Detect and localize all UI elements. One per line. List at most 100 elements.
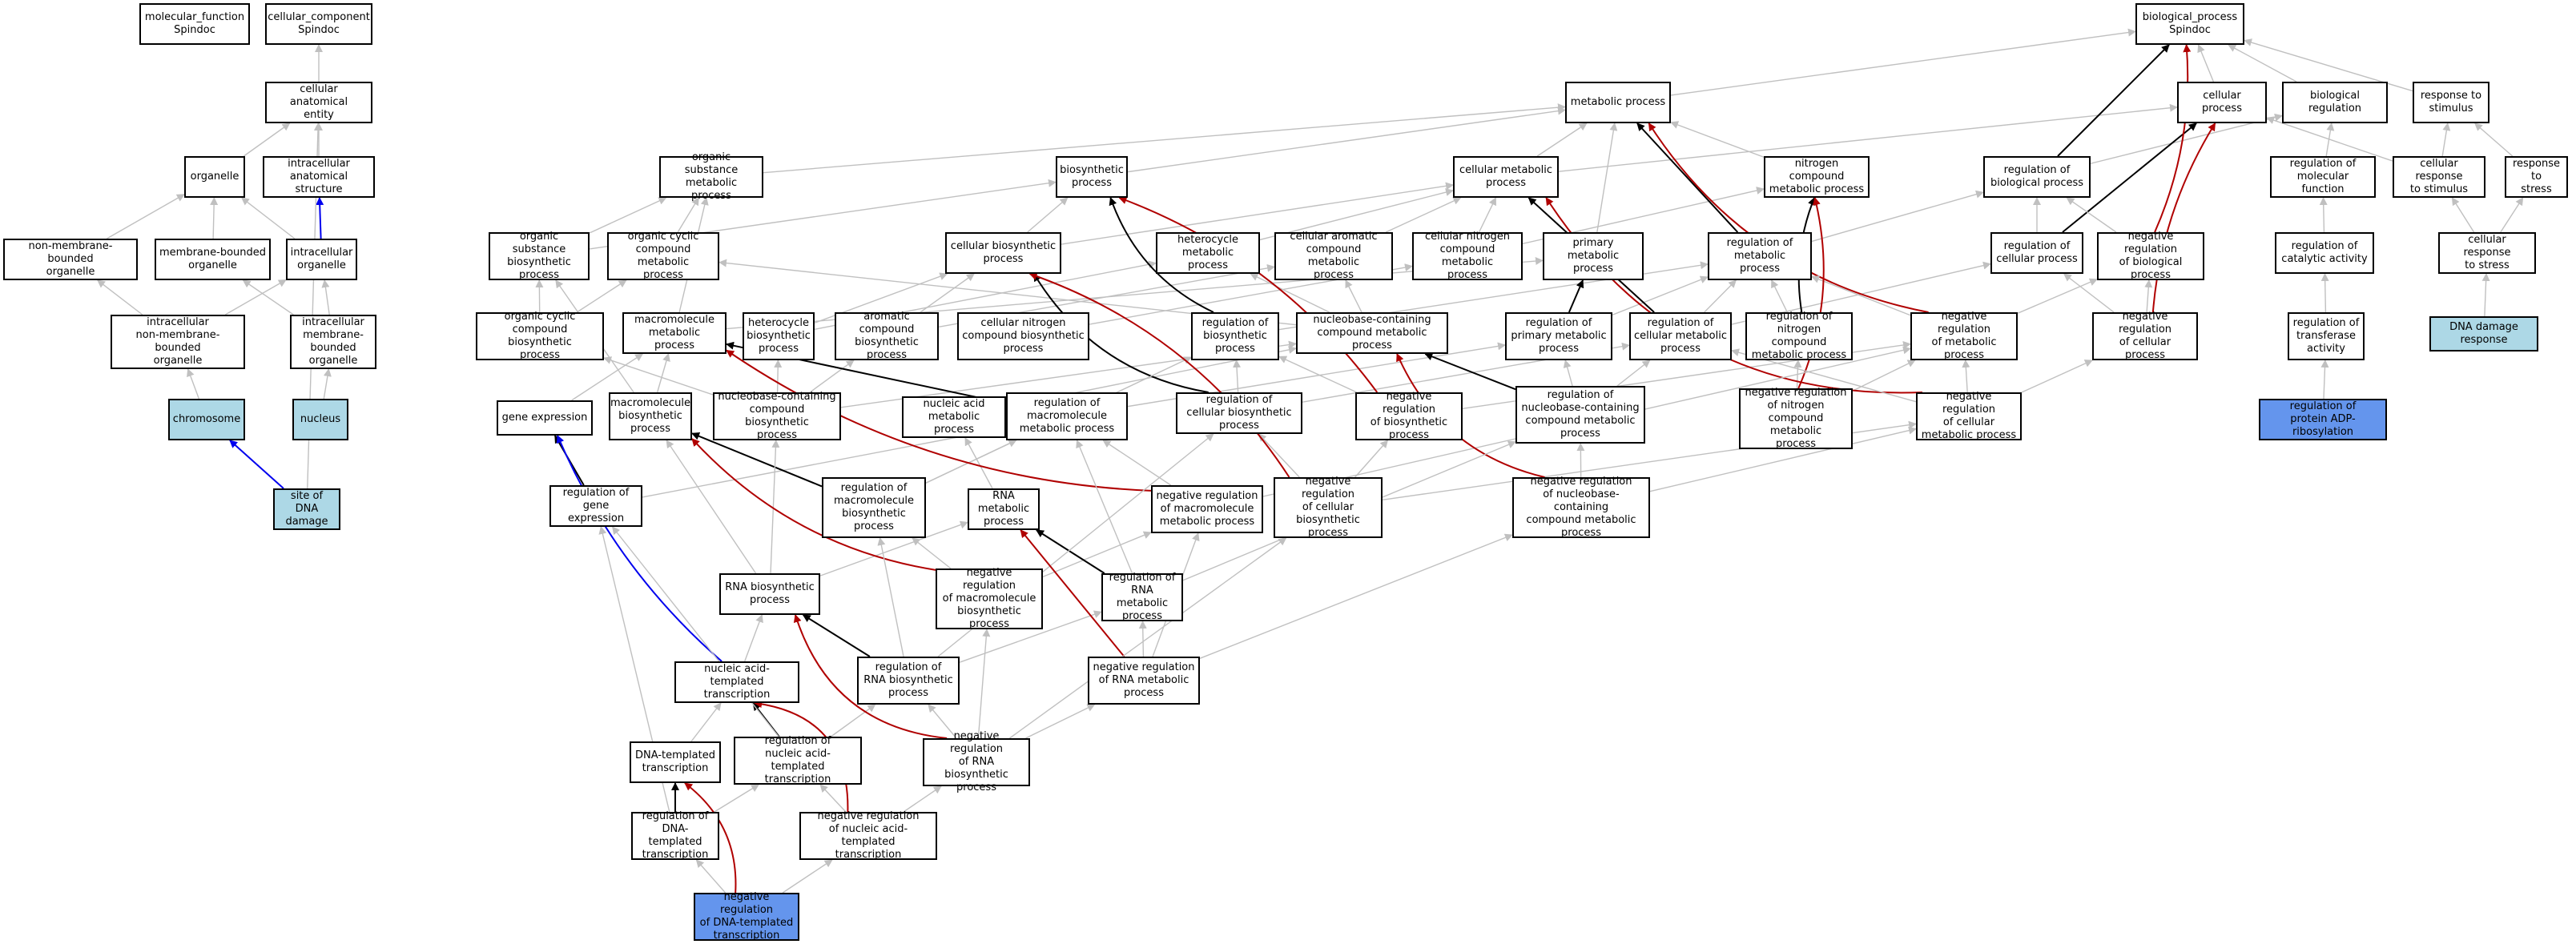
term-node-nucleus[interactable]: nucleus	[292, 399, 348, 440]
edge-is-a-nrnbcmp-to-nrcmp	[1649, 426, 1917, 492]
term-node-rmbp[interactable]: regulation of macromolecule biosynthetic…	[822, 477, 926, 538]
term-node-nrrnabp[interactable]: negative regulation of RNA biosynthetic …	[923, 730, 1030, 793]
term-node-nbcbp[interactable]: nucleobase-containing compound biosynthe…	[713, 391, 841, 441]
edge-layer	[97, 28, 2524, 894]
term-node-chromosome[interactable]: chromosome	[168, 399, 245, 440]
term-node-ncmp[interactable]: nitrogen compound metabolic process	[1764, 156, 1870, 198]
term-node-rbp[interactable]: regulation of biological process	[1983, 156, 2091, 198]
edge-is-a-cbp-to-bsp	[1027, 197, 1069, 233]
term-node-rcbp[interactable]: regulation of cellular biosynthetic proc…	[1176, 392, 1302, 434]
term-node-rnbcmp[interactable]: regulation of nucleobase-containing comp…	[1515, 386, 1645, 444]
term-node-rnatt[interactable]: regulation of nucleic acid-templated tra…	[734, 735, 862, 785]
term-node-breg[interactable]: biological regulation	[2282, 82, 2388, 123]
edge-is-a-nrcmp-to-nrcp	[2021, 360, 2093, 393]
term-node-cbp[interactable]: cellular biosynthetic process	[945, 232, 1061, 274]
term-node-cmp[interactable]: cellular metabolic process	[1453, 156, 1559, 198]
term-node-nrcp[interactable]: negative regulation of cellular process	[2092, 311, 2198, 361]
edge-is-a-nrbp-to-rbp	[2066, 197, 2117, 233]
term-node-crstress[interactable]: cellular response to stress	[2438, 232, 2536, 274]
term-node-rta[interactable]: regulation of transferase activity	[2288, 312, 2365, 360]
term-node-hmp[interactable]: heterocycle metabolic process	[1156, 232, 1260, 274]
term-node-nrnbcmp[interactable]: negative regulation of nucleobase-contai…	[1512, 476, 1650, 539]
term-node-ias[interactable]: intracellular anatomical structure	[263, 156, 375, 198]
term-node-nrmmp[interactable]: negative regulation of macromolecule met…	[1151, 485, 1263, 533]
term-node-natt[interactable]: nucleic acid-templated transcription	[674, 661, 799, 703]
term-node-rmmp[interactable]: regulation of macromolecule metabolic pr…	[1006, 392, 1128, 440]
term-node-dtt[interactable]: DNA-templated transcription	[630, 741, 721, 783]
term-node-mp[interactable]: metabolic process	[1565, 82, 1671, 123]
term-node-rcmp[interactable]: regulation of cellular metabolic process	[1629, 312, 1732, 360]
term-node-cae[interactable]: cellular anatomical entity	[265, 82, 372, 123]
term-node-nrnatt[interactable]: negative regulation of nucleic acid-temp…	[799, 810, 937, 861]
edge-is-a-osmp-to-mp	[763, 103, 1566, 174]
term-node-pmp[interactable]: primary metabolic process	[1543, 232, 1644, 280]
edge-is-a-rge-to-rmmp	[642, 425, 1007, 498]
edge-negatively-regulates-nrmmp-to-mmp	[726, 349, 1152, 492]
edge-is-a-cmp-to-cp	[1558, 103, 2178, 172]
edge-is-a-nrmbp-to-nrmmp	[1042, 531, 1152, 578]
term-node-rrnamp[interactable]: regulation of RNA metabolic process	[1101, 572, 1183, 622]
term-node-inmbo[interactable]: intracellular non-membrane-bounded organ…	[111, 315, 245, 369]
term-node-ge[interactable]: gene expression	[497, 400, 593, 436]
term-node-nrrnamp[interactable]: negative regulation of RNA metabolic pro…	[1088, 657, 1200, 705]
term-node-cncbp[interactable]: cellular nitrogen compound biosynthetic …	[957, 312, 1089, 360]
term-node-bsp[interactable]: biosynthetic process	[1056, 156, 1128, 198]
term-node-occmp[interactable]: organic cyclic compound metabolic proces…	[607, 231, 719, 281]
term-node-crs[interactable]: cellular response to stimulus	[2393, 156, 2485, 198]
term-node-nbcmp[interactable]: nucleobase-containing compound metabolic…	[1296, 312, 1448, 354]
term-node-rbsp[interactable]: regulation of biosynthetic process	[1191, 312, 1279, 360]
edge-negatively-regulates-nrncmp-to-ncmp	[1797, 197, 1825, 389]
edge-negatively-regulates-nrrnamp-to-rnamp	[1020, 529, 1125, 657]
term-node-nrcmp[interactable]: negative regulation of cellular metaboli…	[1916, 391, 2022, 441]
term-node-ddr[interactable]: DNA damage response	[2429, 316, 2538, 351]
term-node-nrmbp[interactable]: negative regulation of macromolecule bio…	[936, 567, 1043, 630]
term-node-nrbp[interactable]: negative regulation of biological proces…	[2097, 231, 2204, 281]
edge-regulates-rbp-to-bp_root	[2057, 44, 2170, 157]
term-node-nrdtt[interactable]: negative regulation of DNA-templated tra…	[694, 891, 799, 942]
term-node-rnabp[interactable]: RNA biosynthetic process	[719, 573, 820, 615]
term-node-mbo[interactable]: membrane-bounded organelle	[155, 239, 271, 280]
term-node-rdtt[interactable]: regulation of DNA-templated transcriptio…	[631, 810, 719, 861]
term-node-rncmp[interactable]: regulation of nitrogen compound metaboli…	[1745, 311, 1853, 361]
term-node-hbp[interactable]: heterocycle biosynthetic process	[743, 312, 815, 360]
term-node-nrbsp[interactable]: negative regulation of biosynthetic proc…	[1355, 391, 1463, 441]
term-node-rmf[interactable]: regulation of molecular function	[2270, 156, 2376, 198]
edge-is-a-nrnatt-to-nrrnabp	[903, 785, 942, 813]
term-node-rts[interactable]: response to stimulus	[2413, 82, 2489, 123]
term-node-cacmp[interactable]: cellular aromatic compound metabolic pro…	[1274, 231, 1393, 281]
term-node-cc_root[interactable]: cellular_component Spindoc	[265, 3, 372, 45]
term-node-osmp[interactable]: organic substance metabolic process	[659, 151, 763, 202]
term-node-organelle[interactable]: organelle	[184, 156, 245, 198]
term-node-cncmp[interactable]: cellular nitrogen compound metabolic pro…	[1412, 231, 1523, 281]
term-node-rge[interactable]: regulation of gene expression	[549, 485, 642, 527]
term-node-rnamp[interactable]: RNA metabolic process	[968, 488, 1040, 530]
edge-is-a-rnabp-to-mbp	[666, 440, 757, 574]
term-node-rca[interactable]: regulation of catalytic activity	[2275, 232, 2374, 274]
edge-is-a-cncmp-to-cmp	[1478, 197, 1497, 233]
term-node-bp_root[interactable]: biological_process Spindoc	[2135, 3, 2244, 45]
term-node-imbo[interactable]: intracellular membrane-bounded organelle	[290, 315, 376, 369]
term-node-nrncmp[interactable]: negative regulation of nitrogen compound…	[1739, 387, 1853, 450]
term-node-io[interactable]: intracellular organelle	[286, 239, 357, 280]
term-node-occbp[interactable]: organic cyclic compound biosynthetic pro…	[476, 311, 604, 361]
term-node-cp[interactable]: cellular process	[2177, 82, 2267, 123]
term-node-sdd[interactable]: site of DNA damage	[273, 488, 340, 530]
term-node-rrnabp[interactable]: regulation of RNA biosynthetic process	[857, 657, 960, 705]
term-node-osbp[interactable]: organic substance biosynthetic process	[489, 231, 590, 281]
term-node-rmp[interactable]: regulation of metabolic process	[1708, 232, 1812, 280]
term-node-mf_root[interactable]: molecular_function Spindoc	[139, 3, 250, 45]
term-node-nrcbp[interactable]: negative regulation of cellular biosynth…	[1274, 476, 1383, 539]
term-node-rpadpr[interactable]: regulation of protein ADP-ribosylation	[2259, 399, 2387, 440]
term-node-rcp[interactable]: regulation of cellular process	[1990, 232, 2083, 274]
term-node-rpmp[interactable]: regulation of primary metabolic process	[1505, 312, 1612, 360]
term-node-acbp[interactable]: aromatic compound biosynthetic process	[835, 311, 939, 361]
term-node-namp[interactable]: nucleic acid metabolic process	[902, 396, 1006, 438]
edge-is-a-crstress-to-crs	[2451, 197, 2475, 233]
edge-is-a-nrmp-to-nrbp	[2017, 278, 2098, 314]
term-node-rtstress[interactable]: response to stress	[2505, 156, 2568, 198]
term-node-mbp[interactable]: macromolecule biosynthetic process	[609, 392, 692, 440]
edge-is-a-nrnatt-to-rnatt	[819, 784, 847, 813]
term-node-nmbo[interactable]: non-membrane-bounded organelle	[3, 239, 138, 280]
term-node-nrmp[interactable]: negative regulation of metabolic process	[1910, 311, 2018, 361]
term-node-mmp[interactable]: macromolecule metabolic process	[622, 312, 727, 354]
